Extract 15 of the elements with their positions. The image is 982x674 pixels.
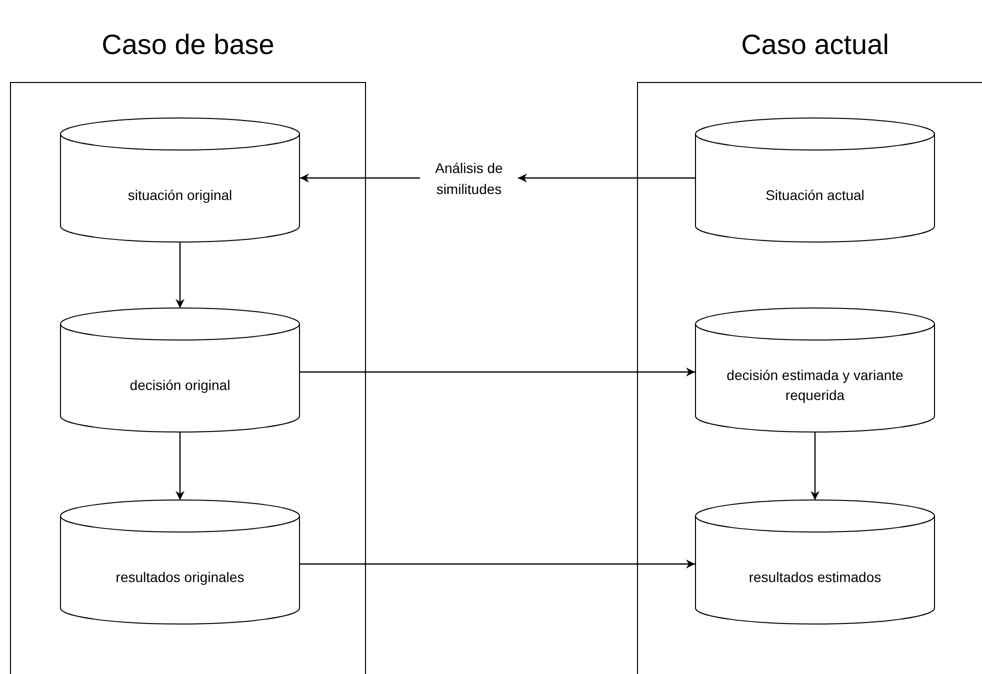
node-label: decisión original bbox=[130, 376, 230, 395]
arrow bbox=[300, 174, 420, 182]
node-label: decisión estimada y variante requerida bbox=[726, 366, 904, 405]
arrow bbox=[810, 432, 820, 500]
node-label: resultados originales bbox=[116, 568, 244, 587]
lane-title: Caso actual bbox=[741, 28, 889, 62]
arrow bbox=[518, 174, 695, 182]
arrow bbox=[176, 242, 184, 308]
node-label: Situación actual bbox=[766, 186, 864, 205]
arrow bbox=[300, 560, 695, 568]
lane-title: Caso de base bbox=[102, 28, 274, 62]
node-label: situación original bbox=[128, 186, 232, 205]
node-label: resultados estimados bbox=[748, 568, 882, 587]
arrow bbox=[176, 432, 184, 500]
arrow bbox=[300, 368, 695, 376]
